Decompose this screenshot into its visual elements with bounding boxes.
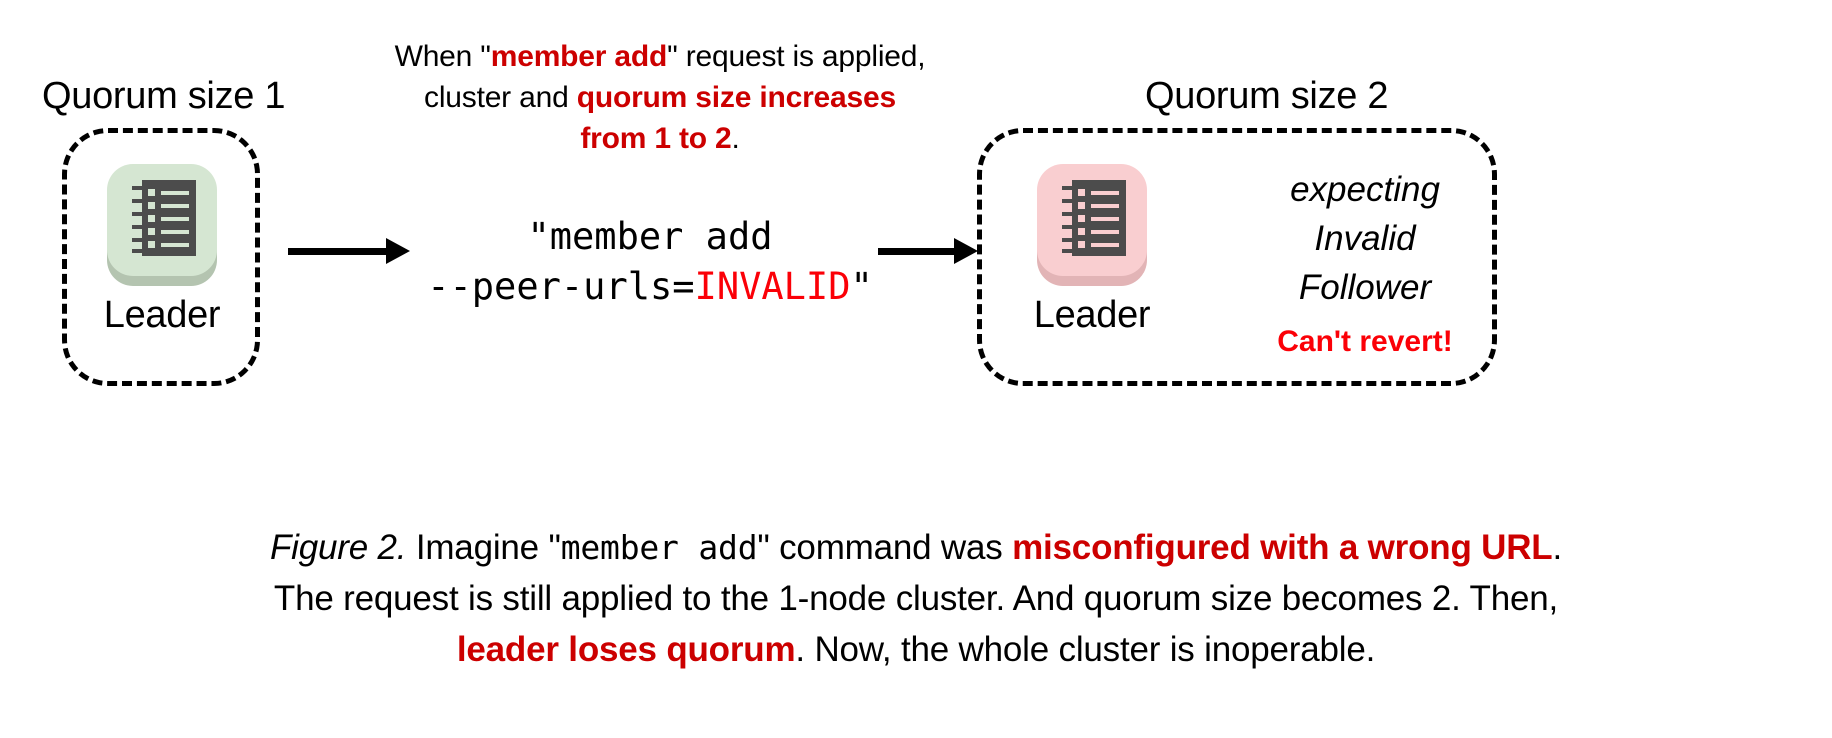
ledger-bullet: [148, 215, 155, 222]
ledger-row: [1091, 230, 1119, 234]
status-line-2: Invalid: [1314, 219, 1416, 258]
ledger-row: [1091, 243, 1119, 247]
status-line-3: Follower: [1298, 268, 1432, 307]
ledger-ring: [132, 238, 146, 242]
command-quote: ": [850, 265, 873, 308]
ledger-ring: [1062, 199, 1076, 203]
right-cluster-boundary: [977, 128, 1497, 386]
ledger-glyph: [1062, 180, 1126, 256]
command-line-1: "member add: [527, 215, 773, 258]
left-cluster-title: Quorum size 1: [42, 75, 286, 117]
left-node: Leader: [92, 160, 232, 336]
ledger-row: [161, 217, 189, 221]
ledger-ring: [1062, 212, 1076, 216]
ledger-row: [1091, 191, 1119, 195]
ledger-icon: [102, 160, 222, 286]
ledger-bullet: [148, 202, 155, 209]
right-node-label: Leader: [1033, 294, 1151, 336]
arrow-right-icon: [878, 238, 978, 264]
status-line-1: expecting: [1290, 170, 1440, 209]
caption-line-1: Figure 2. Imagine "member add" command w…: [48, 522, 1784, 573]
arrow-head: [954, 238, 978, 264]
top-annotation-line-2: cluster and quorum size increases: [340, 77, 980, 118]
top-note-text-2: " request is applied,: [667, 40, 926, 73]
right-node: Leader: [1022, 160, 1162, 336]
top-note-text-3: cluster and: [424, 81, 577, 114]
caption-line-2: The request is still applied to the 1-no…: [273, 579, 1559, 618]
caption-text-1: Imagine ": [406, 528, 561, 567]
ledger-ring: [132, 249, 146, 253]
ledger-ring: [132, 199, 146, 203]
ledger-bullet: [148, 189, 155, 196]
right-cluster-title: Quorum size 2: [1145, 75, 1389, 117]
caption-emphasis-1: misconfigured with a wrong URL: [1012, 528, 1553, 567]
command-flag: --peer-urls=: [427, 265, 695, 308]
ledger-bullet: [1078, 202, 1085, 209]
top-annotation-line-3: from 1 to 2.: [340, 118, 980, 159]
caption-text-3: .: [1552, 528, 1563, 567]
ledger-icon: [1032, 160, 1152, 286]
left-node-label: Leader: [103, 294, 221, 336]
top-note-emphasis-2: quorum size increases: [576, 81, 896, 114]
command-text: "member add --peer-urls=INVALID": [420, 212, 880, 312]
ledger-bullet: [148, 241, 155, 248]
follower-status-note: expecting Invalid Follower: [1250, 165, 1480, 312]
left-cluster-boundary: [62, 128, 260, 386]
ledger-row: [161, 230, 189, 234]
ledger-bullet: [1078, 189, 1085, 196]
caption-text-2: " command was: [757, 528, 1013, 567]
top-note-emphasis-3: from 1 to 2: [580, 122, 732, 155]
ledger-ring: [1062, 186, 1076, 190]
ledger-ring: [1062, 225, 1076, 229]
ledger-row: [161, 191, 189, 195]
cant-revert-warning: Can't revert!: [1277, 325, 1453, 358]
ledger-ring: [132, 212, 146, 216]
top-note-text-1: When ": [394, 40, 491, 73]
top-annotation-line-1: When "member add" request is applied,: [340, 36, 980, 77]
command-invalid-value: INVALID: [694, 265, 851, 308]
ledger-ring: [132, 186, 146, 190]
caption-emphasis-2: leader loses quorum: [456, 630, 796, 669]
command-line-2: --peer-urls=INVALID": [420, 262, 880, 312]
ledger-row: [1091, 217, 1119, 221]
caption-command: member add: [560, 528, 758, 567]
top-note-emphasis-1: member add: [490, 40, 668, 73]
ledger-bullet: [1078, 241, 1085, 248]
caption-line-3: leader loses quorum. Now, the whole clus…: [48, 624, 1784, 675]
ledger-row: [1091, 204, 1119, 208]
arrow-shaft: [288, 248, 388, 255]
ledger-glyph: [132, 180, 196, 256]
top-note-text-4: .: [731, 122, 740, 155]
figure-label: Figure 2.: [269, 528, 407, 567]
ledger-ring: [1062, 238, 1076, 242]
ledger-ring: [1062, 249, 1076, 253]
top-annotation: When "member add" request is applied, cl…: [340, 36, 980, 159]
ledger-bullet: [1078, 215, 1085, 222]
ledger-row: [161, 243, 189, 247]
arrow-right-icon: [288, 238, 410, 264]
caption-text-4: . Now, the whole cluster is inoperable.: [795, 630, 1376, 669]
ledger-bullet: [148, 228, 155, 235]
ledger-row: [161, 204, 189, 208]
ledger-bullet: [1078, 228, 1085, 235]
arrow-head: [386, 238, 410, 264]
figure-caption: Figure 2. Imagine "member add" command w…: [48, 522, 1784, 675]
arrow-shaft: [878, 248, 956, 255]
ledger-ring: [132, 225, 146, 229]
